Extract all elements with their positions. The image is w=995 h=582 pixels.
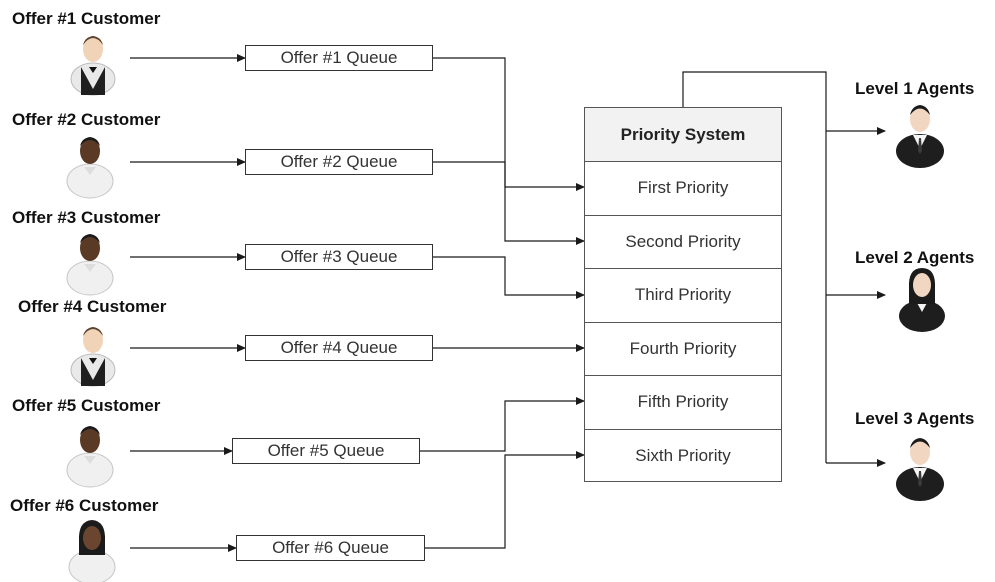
agent-label: Level 3 Agents — [855, 409, 975, 428]
businessman-icon — [896, 105, 944, 168]
priority-row: Second Priority — [585, 216, 781, 269]
customer-label: Offer #1 Customer — [12, 9, 161, 28]
customer-label: Offer #4 Customer — [18, 297, 167, 316]
queue-box: Offer #2 Queue — [245, 149, 433, 175]
priority-system-title: Priority System — [585, 108, 781, 162]
queue-box: Offer #3 Queue — [245, 244, 433, 270]
priority-row: Fourth Priority — [585, 323, 781, 376]
customer-label: Offer #3 Customer — [12, 208, 161, 227]
man-white-shirt-icon — [66, 233, 114, 296]
man-white-shirt-icon — [66, 136, 114, 199]
businessman-icon — [896, 438, 944, 501]
agent-label: Level 1 Agents — [855, 79, 975, 98]
queue-to-priority-connectors — [420, 57, 585, 549]
customer-label: Offer #2 Customer — [12, 110, 161, 129]
queue-box: Offer #5 Queue — [232, 438, 420, 464]
agent-label: Level 2 Agents — [855, 248, 975, 267]
priority-system-box: Priority System First Priority Second Pr… — [584, 107, 782, 482]
customer-to-queue-arrows — [130, 54, 246, 552]
priority-row: Sixth Priority — [635, 446, 731, 466]
waiter-icon — [70, 35, 116, 96]
priority-to-agents-connectors — [682, 71, 886, 467]
queue-box: Offer #1 Queue — [245, 45, 433, 71]
priority-row: Third Priority — [585, 269, 781, 323]
waiter-icon — [70, 326, 116, 387]
customer-label: Offer #6 Customer — [10, 496, 159, 515]
queue-box: Offer #6 Queue — [236, 535, 425, 561]
businesswoman-icon — [899, 268, 945, 332]
queue-box: Offer #4 Queue — [245, 335, 433, 361]
man-white-shirt-icon — [66, 425, 114, 488]
priority-row: First Priority — [585, 162, 781, 216]
priority-row: Fifth Priority — [585, 376, 781, 430]
customer-label: Offer #5 Customer — [12, 396, 161, 415]
woman-white-shirt-icon — [68, 519, 116, 582]
